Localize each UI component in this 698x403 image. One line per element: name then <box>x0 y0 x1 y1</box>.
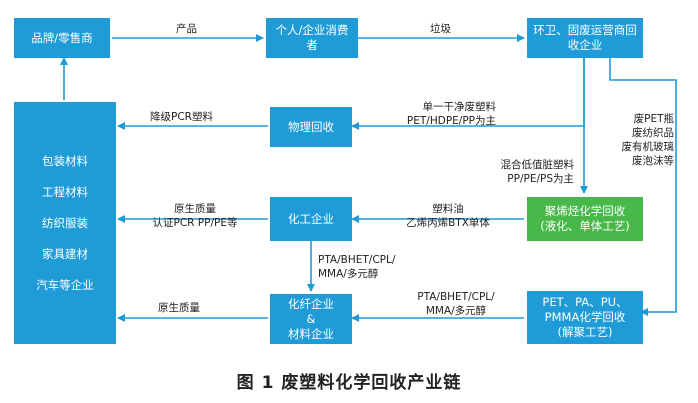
node-chemical-enterprise: 化工企业 <box>270 197 352 241</box>
end-user-automotive: 汽车等企业 <box>36 277 94 292</box>
node-end-users: 包装材料 工程材料 纺织服装 家具建材 汽车等企业 <box>14 102 116 344</box>
label-plastic-oil: 塑料油 乙烯丙烯BTX单体 <box>406 203 490 229</box>
end-user-textile: 纺织服装 <box>42 215 88 230</box>
node-brand-retailer: 品牌/零售商 <box>14 18 110 58</box>
label-waste-types: 废PET瓶 废纺织品 废有机玻璃 废泡沫等 <box>621 113 675 167</box>
node-consumer: 个人/企业消费 者 <box>266 18 358 58</box>
label-garbage: 垃圾 <box>430 23 451 35</box>
node-sanitation-recycler: 环卫、固废运营商回 收企业 <box>527 18 643 58</box>
node-fiber-material-enterprise: 化纤企业 & 材料企业 <box>270 294 352 344</box>
end-user-packaging: 包装材料 <box>42 153 88 168</box>
node-polyolefin-chemical-recycling: 聚烯烃化学回收 (液化、单体工艺) <box>527 197 643 241</box>
label-product: 产品 <box>176 23 197 35</box>
end-user-engineering: 工程材料 <box>42 184 88 199</box>
label-pta-down: PTA/BHET/CPL/ MMA/多元醇 <box>318 254 396 280</box>
label-mixed-low-value-plastic: 混合低值脏塑料 PP/PE/PS为主 <box>500 159 575 185</box>
label-virgin-quality-pcr: 原生质量 认证PCR PP/PE等 <box>152 203 238 229</box>
node-pet-chemical-recycling: PET、PA、PU、 PMMA化学回收 (解聚工艺) <box>527 291 643 344</box>
node-physical-recycling: 物理回收 <box>270 107 352 147</box>
label-virgin-quality: 原生质量 <box>158 302 200 314</box>
label-single-clean-plastic: 单一干净废塑料 PET/HDPE/PP为主 <box>406 101 496 127</box>
end-user-furniture: 家具建材 <box>42 246 88 261</box>
label-downgrade-pcr: 降级PCR塑料 <box>150 111 213 123</box>
label-pta-left: PTA/BHET/CPL/ MMA/多元醇 <box>417 291 495 317</box>
arrow-sanitation-pet <box>609 58 677 316</box>
figure-caption: 图 1 废塑料化学回收产业链 <box>236 373 462 393</box>
